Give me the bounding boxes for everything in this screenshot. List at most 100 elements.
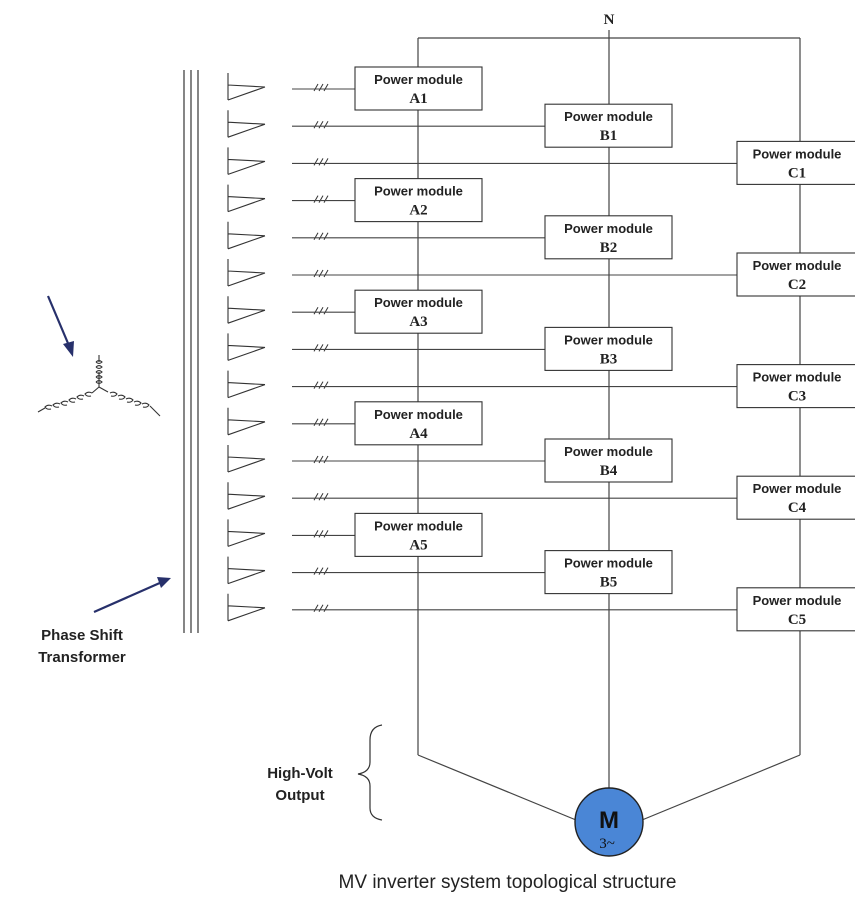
- power-module-box: [354, 178, 483, 223]
- motor: M 3~: [574, 787, 644, 857]
- power-module-id: A4: [409, 426, 428, 442]
- primary-star-winding: [37, 355, 161, 417]
- power-module-box: [354, 512, 483, 557]
- output-label-line1: High-Volt: [267, 765, 333, 782]
- power-module-box: [544, 215, 673, 260]
- power-module-box: [736, 252, 855, 297]
- power-module-id: B1: [600, 128, 618, 144]
- power-module-title: Power module: [753, 593, 842, 608]
- three-phase-mark: [313, 232, 329, 241]
- motor-label: M: [599, 807, 619, 834]
- three-phase-mark: [313, 604, 329, 613]
- three-phase-mark: [313, 344, 329, 352]
- power-module-title: Power module: [753, 481, 842, 496]
- power-module-box: [544, 103, 673, 148]
- arrow-to-core: [93, 580, 163, 614]
- output-label-line2: Output: [275, 787, 324, 804]
- power-module-title: Power module: [374, 407, 463, 422]
- winding-symbol: [227, 221, 266, 250]
- power-module-id: B5: [600, 575, 618, 591]
- pointer-arrows: [46, 295, 171, 614]
- power-module-id: B4: [600, 463, 618, 479]
- motor-phase: 3~: [599, 836, 615, 852]
- power-module-box: [544, 438, 673, 483]
- three-phase-mark: [313, 381, 329, 389]
- winding-symbol: [227, 556, 266, 585]
- power-module-title: Power module: [564, 444, 653, 459]
- winding-symbol: [227, 445, 266, 473]
- motor-circle: [574, 787, 644, 857]
- power-module-id: A2: [409, 203, 427, 219]
- three-phase-mark: [313, 567, 329, 575]
- output-brace: [357, 724, 383, 821]
- power-module-id: B3: [600, 351, 618, 367]
- three-phase-mark: [313, 83, 329, 92]
- three-phase-mark: [313, 530, 329, 538]
- power-module-id: A5: [409, 537, 427, 553]
- power-module-id: B2: [600, 240, 618, 256]
- power-module-title: Power module: [564, 332, 653, 347]
- power-module-title: Power module: [753, 370, 842, 385]
- winding-symbol: [227, 482, 266, 510]
- transformer-label-line1: Phase Shift: [41, 627, 123, 644]
- power-module-box: [354, 66, 483, 111]
- secondary-windings: [227, 73, 266, 622]
- power-module-title: Power module: [374, 295, 463, 310]
- power-module-box: [354, 401, 483, 446]
- power-module-id: C4: [788, 500, 807, 516]
- power-module-title: Power module: [374, 72, 463, 87]
- winding-symbol: [227, 184, 266, 213]
- power-module-title: Power module: [564, 109, 653, 124]
- winding-symbol: [227, 296, 266, 324]
- arrow-head-primary: [63, 341, 74, 357]
- power-module-box: [736, 140, 855, 185]
- winding-symbol: [227, 333, 266, 361]
- power-module-title: Power module: [753, 258, 842, 273]
- power-module-title: Power module: [374, 518, 463, 533]
- power-module-box: [736, 475, 855, 520]
- power-module-id: C3: [788, 389, 806, 405]
- neutral-label: N: [604, 12, 615, 28]
- three-phase-mark: [313, 492, 329, 501]
- diagram-caption: MV inverter system topological structure: [338, 872, 677, 893]
- power-module-title: Power module: [564, 221, 653, 236]
- three-phase-mark: [313, 418, 329, 427]
- winding-symbol: [227, 593, 266, 622]
- transformer-core: [183, 70, 199, 633]
- three-phase-mark: [313, 158, 329, 166]
- power-module-box: [736, 587, 855, 632]
- power-module-id: C5: [788, 612, 806, 628]
- power-module-id: C2: [788, 277, 806, 293]
- winding-symbol: [227, 407, 266, 436]
- three-phase-mark: [313, 269, 329, 278]
- output-lines: [417, 754, 801, 821]
- winding-symbol: [227, 147, 266, 175]
- power-module-title: Power module: [564, 556, 653, 571]
- winding-symbol: [227, 259, 266, 287]
- arrow-head-core: [157, 577, 171, 588]
- power-module-title: Power module: [753, 146, 842, 161]
- power-module-id: A1: [409, 91, 427, 107]
- power-module-title: Power module: [374, 184, 463, 199]
- winding-symbol: [227, 73, 266, 101]
- feed-lines: [292, 83, 737, 613]
- power-module-id: A3: [409, 314, 427, 330]
- power-module-id: C1: [788, 165, 806, 181]
- power-module-box: [354, 289, 483, 334]
- three-phase-mark: [313, 306, 329, 315]
